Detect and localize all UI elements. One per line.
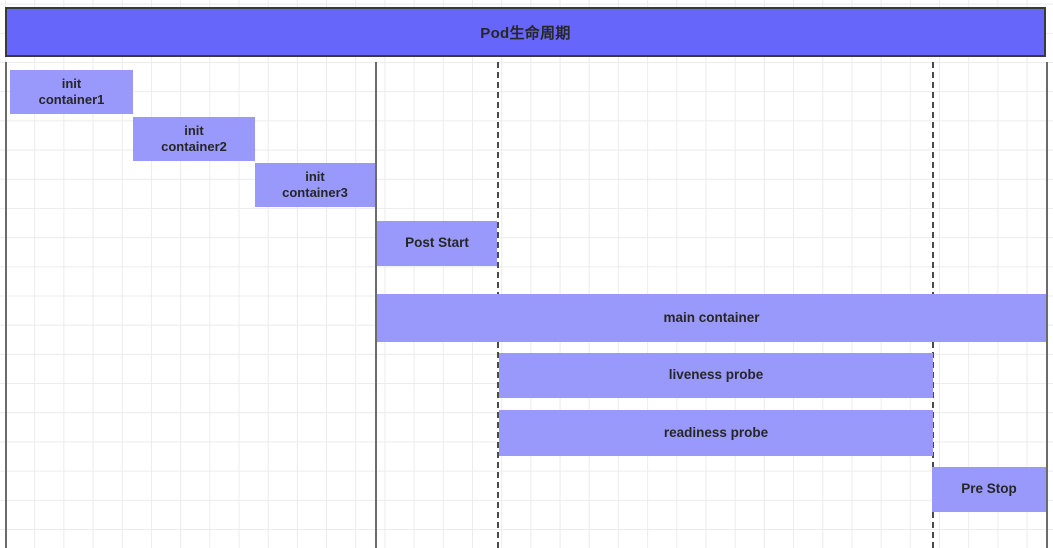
bar-label-init-container2: init container2 [161,122,227,154]
bar-readiness-probe[interactable]: readiness probe [499,410,933,456]
bar-label-main-container: main container [663,309,760,325]
bar-init-container3[interactable]: init container3 [255,163,375,207]
bar-label-init-container3: init container3 [282,168,348,200]
phase-line-init-phase-end [375,62,377,548]
bar-label-liveness-probe: liveness probe [668,367,764,383]
bar-label-readiness-probe: readiness probe [663,424,769,440]
bar-init-container2[interactable]: init container2 [133,117,255,161]
bar-pre-stop[interactable]: Pre Stop [932,467,1046,512]
diagram-title-bar: Pod生命周期 [5,7,1046,57]
bar-post-start[interactable]: Post Start [377,221,497,266]
phase-line-init-phase-start [5,62,7,548]
bar-label-post-start: Post Start [405,235,469,251]
bar-init-container1[interactable]: init container1 [10,70,133,114]
bar-liveness-probe[interactable]: liveness probe [499,353,933,398]
bar-label-pre-stop: Pre Stop [961,481,1017,497]
bar-label-init-container1: init container1 [38,75,105,107]
bar-main-container[interactable]: main container [377,294,1046,342]
page-title: Pod生命周期 [480,24,571,42]
phase-line-lifecycle-end [1046,62,1048,548]
